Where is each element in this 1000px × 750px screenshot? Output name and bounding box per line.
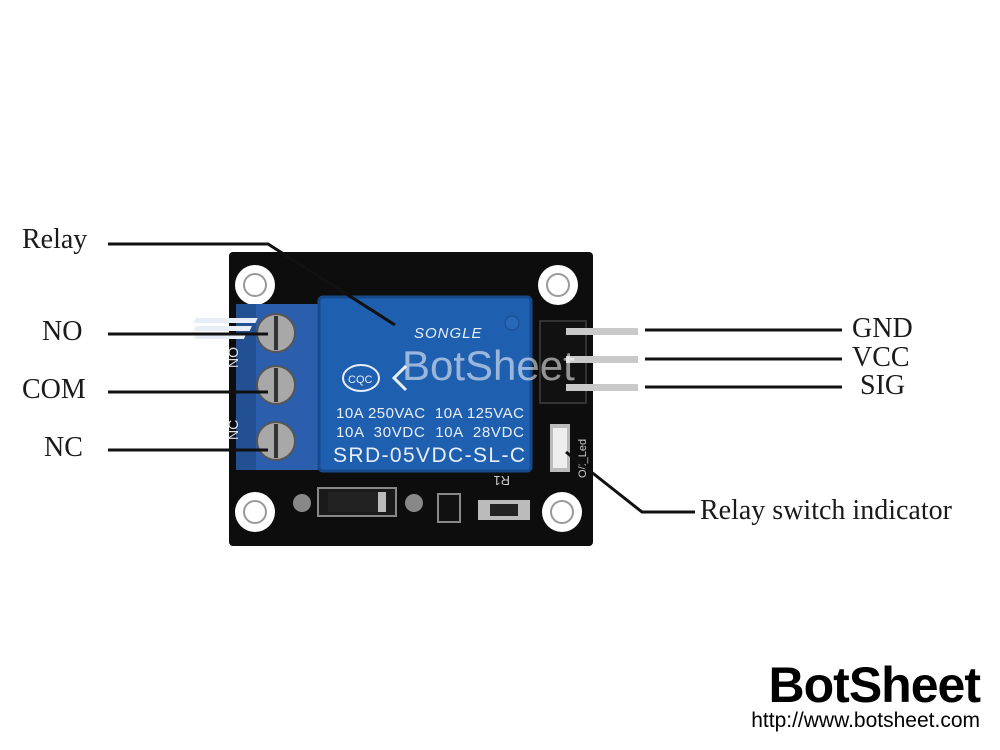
screw-nc	[256, 421, 296, 461]
relay-rating-line1: 10A 250VAC 10A 125VAC	[336, 405, 524, 422]
label-gnd: GND	[852, 313, 913, 344]
brand-name: BotSheet	[768, 657, 981, 713]
brand-url: http://www.botsheet.com	[751, 709, 980, 732]
screw-no	[256, 313, 296, 353]
resistor-r1: R1	[478, 473, 530, 520]
label-sig: SIG	[860, 370, 906, 401]
screw-com	[256, 365, 296, 405]
diode	[293, 487, 423, 517]
status-led: O/I_Led	[550, 424, 589, 478]
label-nc: NC	[44, 432, 83, 463]
transistor	[437, 493, 461, 523]
pin-header	[539, 320, 638, 404]
relay-model-text: SRD-05VDC-SL-C	[333, 444, 525, 467]
label-vcc: VCC	[852, 342, 910, 373]
silk-led-label: O/I_Led	[577, 439, 589, 478]
leader-relay	[108, 242, 396, 327]
label-relay: Relay	[22, 224, 88, 255]
ce-mark-icon	[391, 364, 408, 392]
silk-no-label: NO	[225, 347, 241, 368]
screw-terminal-block: NO NC	[225, 304, 320, 470]
cqc-text: CQC	[348, 374, 373, 386]
relay-brand-text: SONGLE	[414, 325, 483, 342]
leader-indicator	[565, 450, 695, 514]
label-relay-switch-indicator: Relay switch indicator	[700, 495, 952, 526]
cqc-cert-icon: CQC	[342, 364, 380, 392]
watermark-text: BotSheet	[402, 342, 575, 389]
label-com: COM	[22, 374, 86, 405]
leader-lines	[108, 242, 842, 514]
silk-nc-label: NC	[225, 420, 241, 440]
relay-body: SONGLE CQC 10A 250VAC 10A 125VAC 10A 30V…	[193, 295, 533, 473]
relay-rating-line2: 10A 30VDC 10A 28VDC	[336, 424, 524, 441]
label-no: NO	[42, 316, 83, 347]
mounting-holes	[235, 265, 582, 532]
silk-r1-label: R1	[493, 473, 510, 488]
